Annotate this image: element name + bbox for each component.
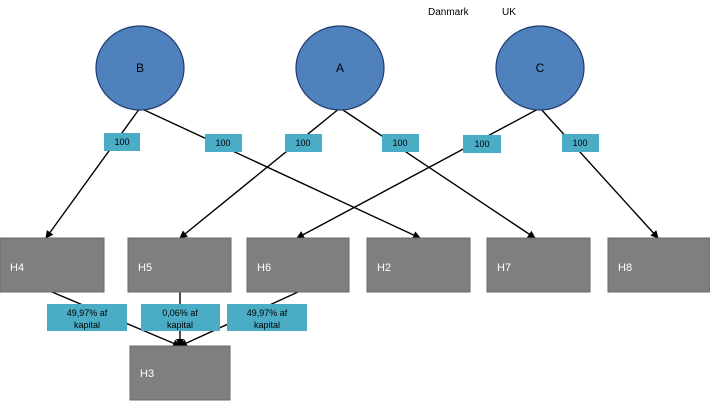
- holding-h4-label: H4: [10, 262, 24, 274]
- tag-c-h8: 100: [562, 134, 599, 152]
- holding-h4: H4: [0, 237, 105, 293]
- edge-c-h6: [296, 107, 541, 239]
- capital-tag-h6: 49,97% af kapital: [227, 304, 307, 331]
- tag-b-h2: 100: [205, 134, 242, 152]
- tag-a-h5: 100: [285, 134, 322, 152]
- holding-h6: H6: [246, 237, 350, 293]
- tag-c-h8-text: 100: [572, 138, 587, 148]
- holding-h7-label: H7: [497, 262, 511, 274]
- owner-connectors: [45, 107, 659, 239]
- edge-b-h2: [139, 107, 421, 239]
- capital-tag-h6-line2: kapital: [254, 320, 280, 330]
- edge-a-h5: [179, 107, 341, 239]
- capital-tag-h4-line1: 49,97% af: [67, 308, 108, 318]
- owner-c: C: [495, 25, 585, 111]
- tag-a-h7: 100: [382, 134, 419, 152]
- capital-tag-h5-line2: kapital: [167, 320, 193, 330]
- tag-c-h6: 100: [463, 135, 501, 153]
- owner-a: A: [295, 25, 385, 111]
- holding-h5-label: H5: [138, 262, 152, 274]
- tag-b-h4-text: 100: [114, 137, 129, 147]
- tag-c-h6-text: 100: [474, 139, 489, 149]
- holding-h3-label: H3: [140, 368, 154, 380]
- owner-b-label: B: [136, 61, 144, 75]
- holding-h2: H2: [366, 237, 471, 293]
- tag-a-h5-text: 100: [295, 138, 310, 148]
- label-uk: UK: [502, 7, 516, 18]
- holding-h8: H8: [607, 237, 710, 293]
- capital-tag-h4-line2: kapital: [74, 320, 100, 330]
- capital-tag-h4: 49,97% af kapital: [47, 304, 127, 331]
- holding-h6-label: H6: [257, 262, 271, 274]
- owner-a-label: A: [336, 61, 344, 75]
- capital-tag-h5: 0,06% af kapital: [141, 304, 220, 331]
- holding-h2-label: H2: [377, 262, 391, 274]
- holding-h3: H3: [129, 345, 231, 401]
- edge-a-h7: [339, 107, 536, 239]
- capital-tag-h5-line1: 0,06% af: [162, 308, 198, 318]
- tag-a-h7-text: 100: [392, 138, 407, 148]
- edge-c-h8: [539, 107, 659, 239]
- capital-tag-h6-line1: 49,97% af: [247, 308, 288, 318]
- holding-h7: H7: [486, 237, 591, 293]
- label-danmark: Danmark: [428, 7, 469, 18]
- holding-h8-label: H8: [618, 262, 632, 274]
- holding-h5: H5: [127, 237, 232, 293]
- tag-b-h4: 100: [104, 133, 140, 151]
- edge-b-h4: [45, 107, 141, 239]
- owner-c-label: C: [536, 61, 545, 75]
- owner-b: B: [95, 25, 185, 111]
- tag-b-h2-text: 100: [215, 138, 230, 148]
